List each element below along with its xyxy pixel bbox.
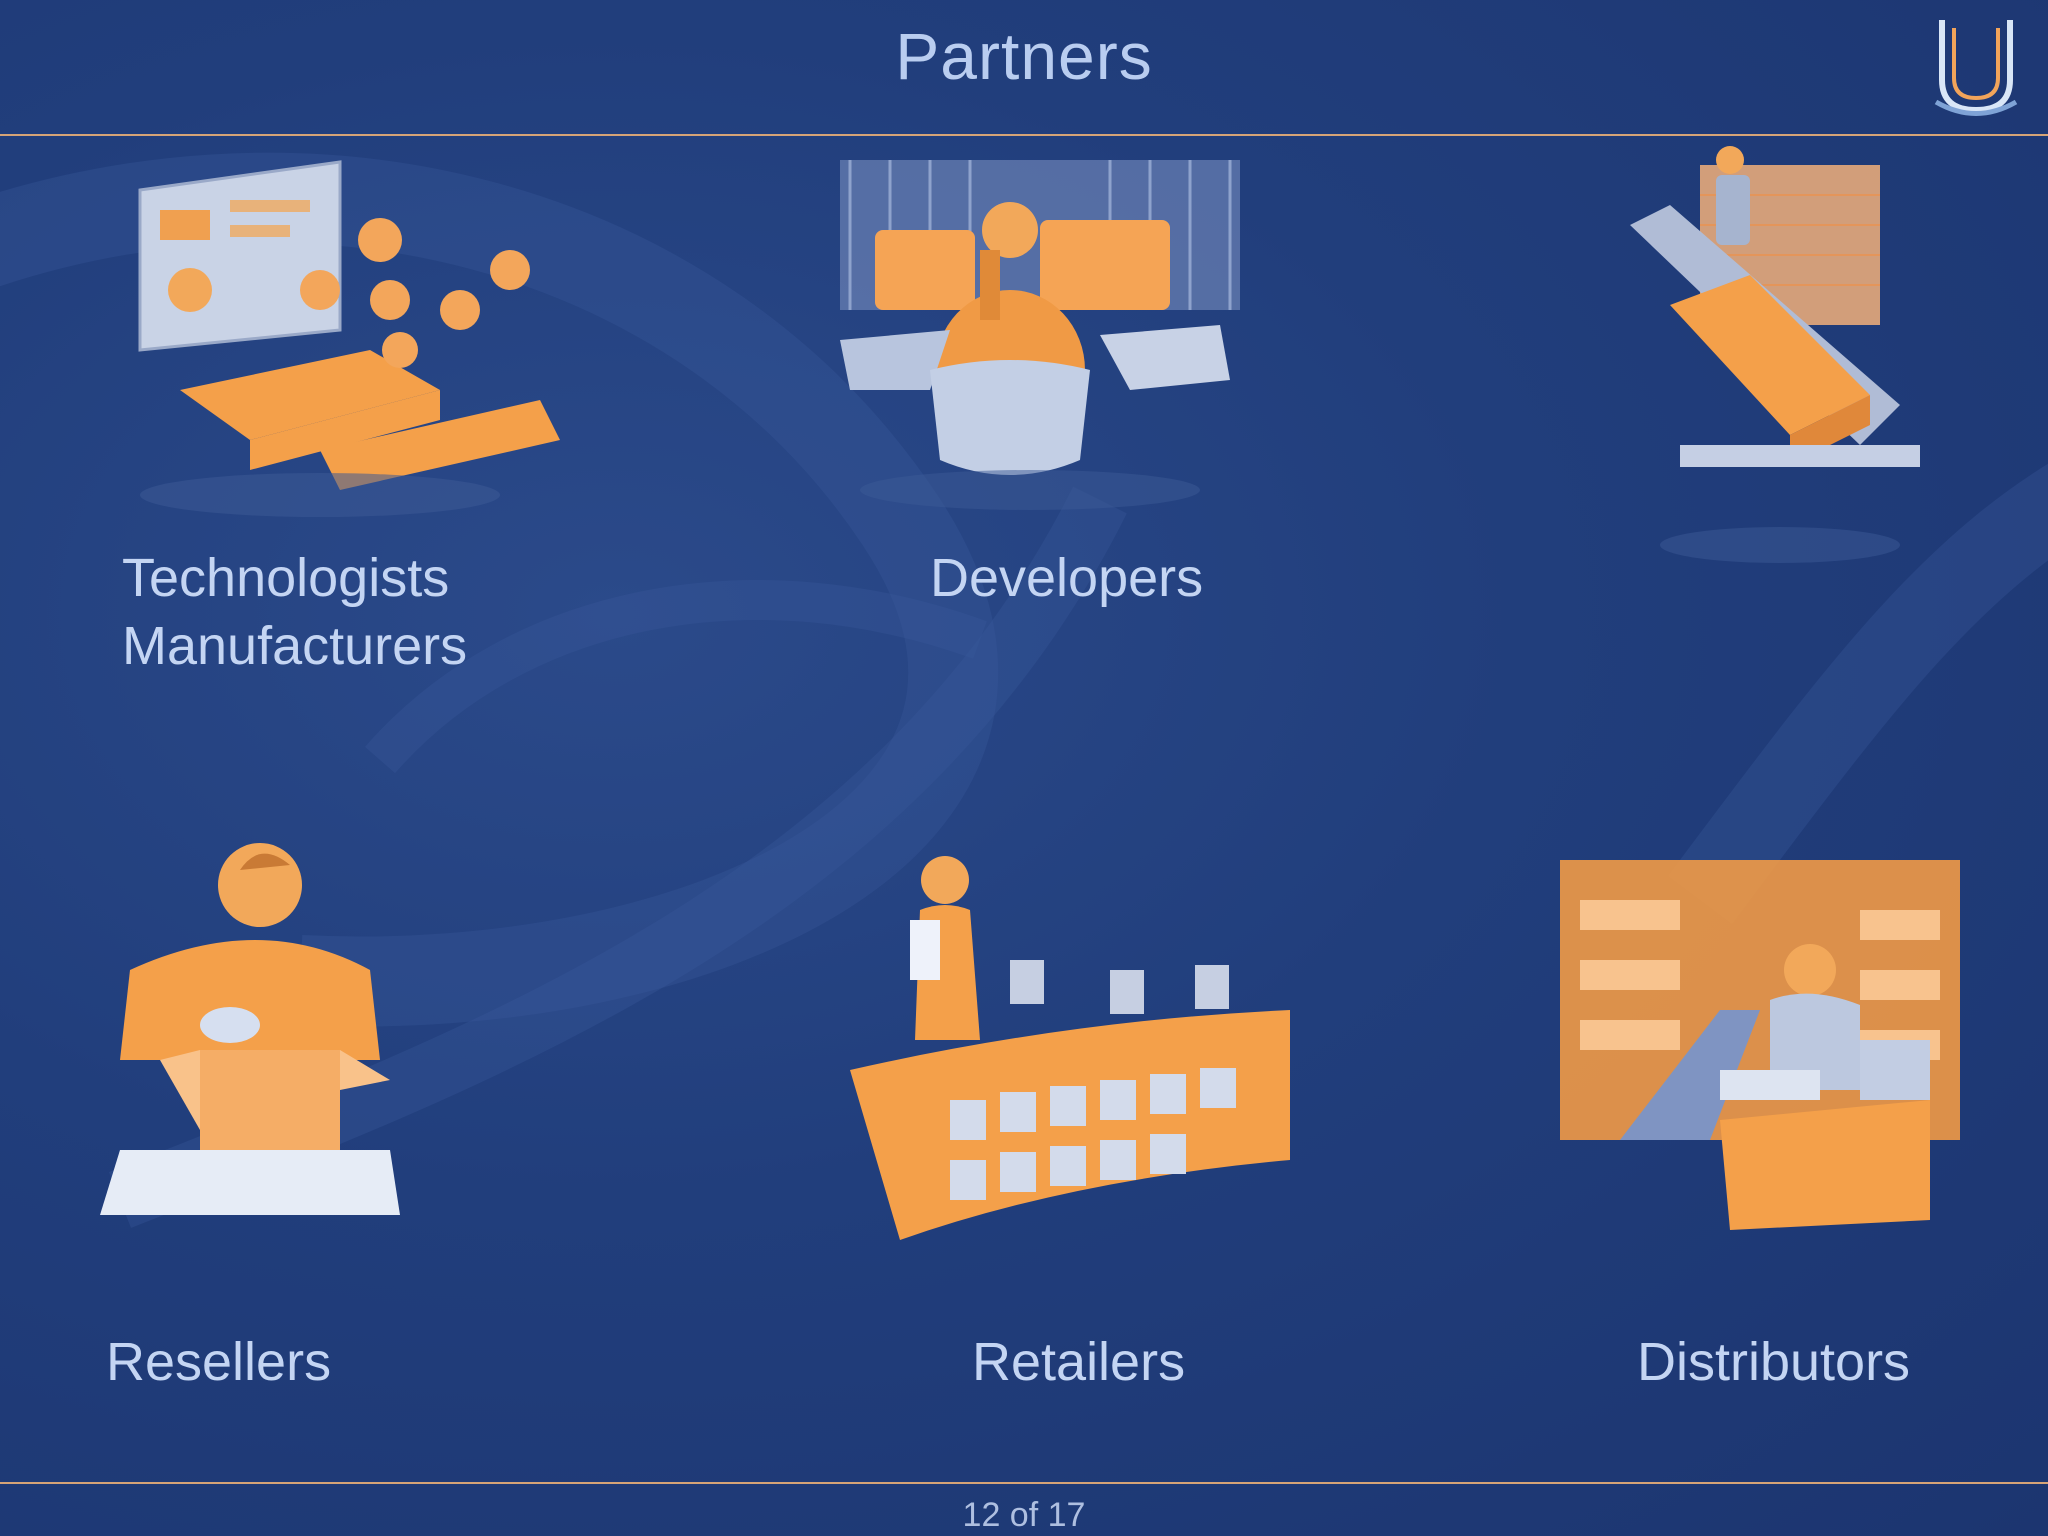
u-logo-icon xyxy=(1934,20,2018,116)
box-reseller-illustration xyxy=(100,843,400,1215)
slide-title: Partners xyxy=(895,19,1153,93)
conveyor-factory-illustration xyxy=(1630,146,1920,563)
store-counter-illustration xyxy=(850,856,1290,1240)
page-indicator: 12 of 17 xyxy=(962,1496,1086,1534)
lab-team-illustration xyxy=(138,160,560,517)
partner-label-distributors: Distributors xyxy=(1637,1332,1911,1392)
partner-label-retailers: Retailers xyxy=(972,1332,1186,1392)
label-line-technologists: Technologists xyxy=(122,548,450,608)
warehouse-illustration xyxy=(1560,860,1960,1230)
partner-label-resellers: Resellers xyxy=(106,1332,332,1392)
partner-label-technologists: Technologists Manufacturers xyxy=(122,544,467,680)
developer-workstation-illustration xyxy=(840,160,1240,510)
footer-divider xyxy=(0,1482,2048,1484)
partner-label-developers: Developers xyxy=(930,548,1204,608)
header-divider xyxy=(0,134,2048,136)
label-line-manufacturers: Manufacturers xyxy=(122,616,468,676)
